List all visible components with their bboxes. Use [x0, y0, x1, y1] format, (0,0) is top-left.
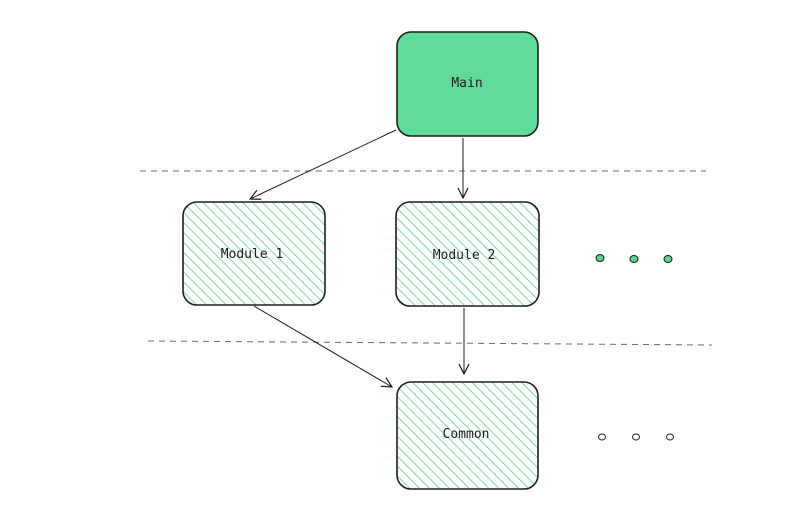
node-module1: Module 1 — [182, 201, 326, 306]
ellipsis-dot — [663, 255, 673, 263]
arrow-main-to-module1 — [250, 129, 397, 199]
ellipsis-dot — [629, 255, 639, 263]
ellipsis-dot-empty — [666, 433, 674, 441]
node-common-label: Common — [443, 427, 490, 442]
node-common: Common — [396, 381, 539, 490]
node-common-box — [396, 381, 539, 490]
ellipsis-dot — [595, 254, 605, 262]
node-main: Main — [396, 31, 539, 137]
node-module1-label: Module 1 — [221, 247, 284, 262]
node-module2-label: Module 2 — [433, 248, 496, 263]
arrow-module1-to-common — [253, 305, 392, 387]
ellipsis-common — [598, 433, 674, 441]
node-module2: Module 2 — [395, 201, 540, 307]
ellipsis-modules — [595, 254, 673, 263]
ellipsis-dot-empty — [598, 433, 606, 441]
node-module1-box — [182, 201, 326, 306]
node-module2-box — [395, 201, 540, 307]
node-main-box — [396, 31, 539, 137]
node-main-label: Main — [451, 76, 482, 91]
layer-divider-bottom — [147, 340, 713, 346]
ellipsis-dot-empty — [632, 433, 640, 441]
